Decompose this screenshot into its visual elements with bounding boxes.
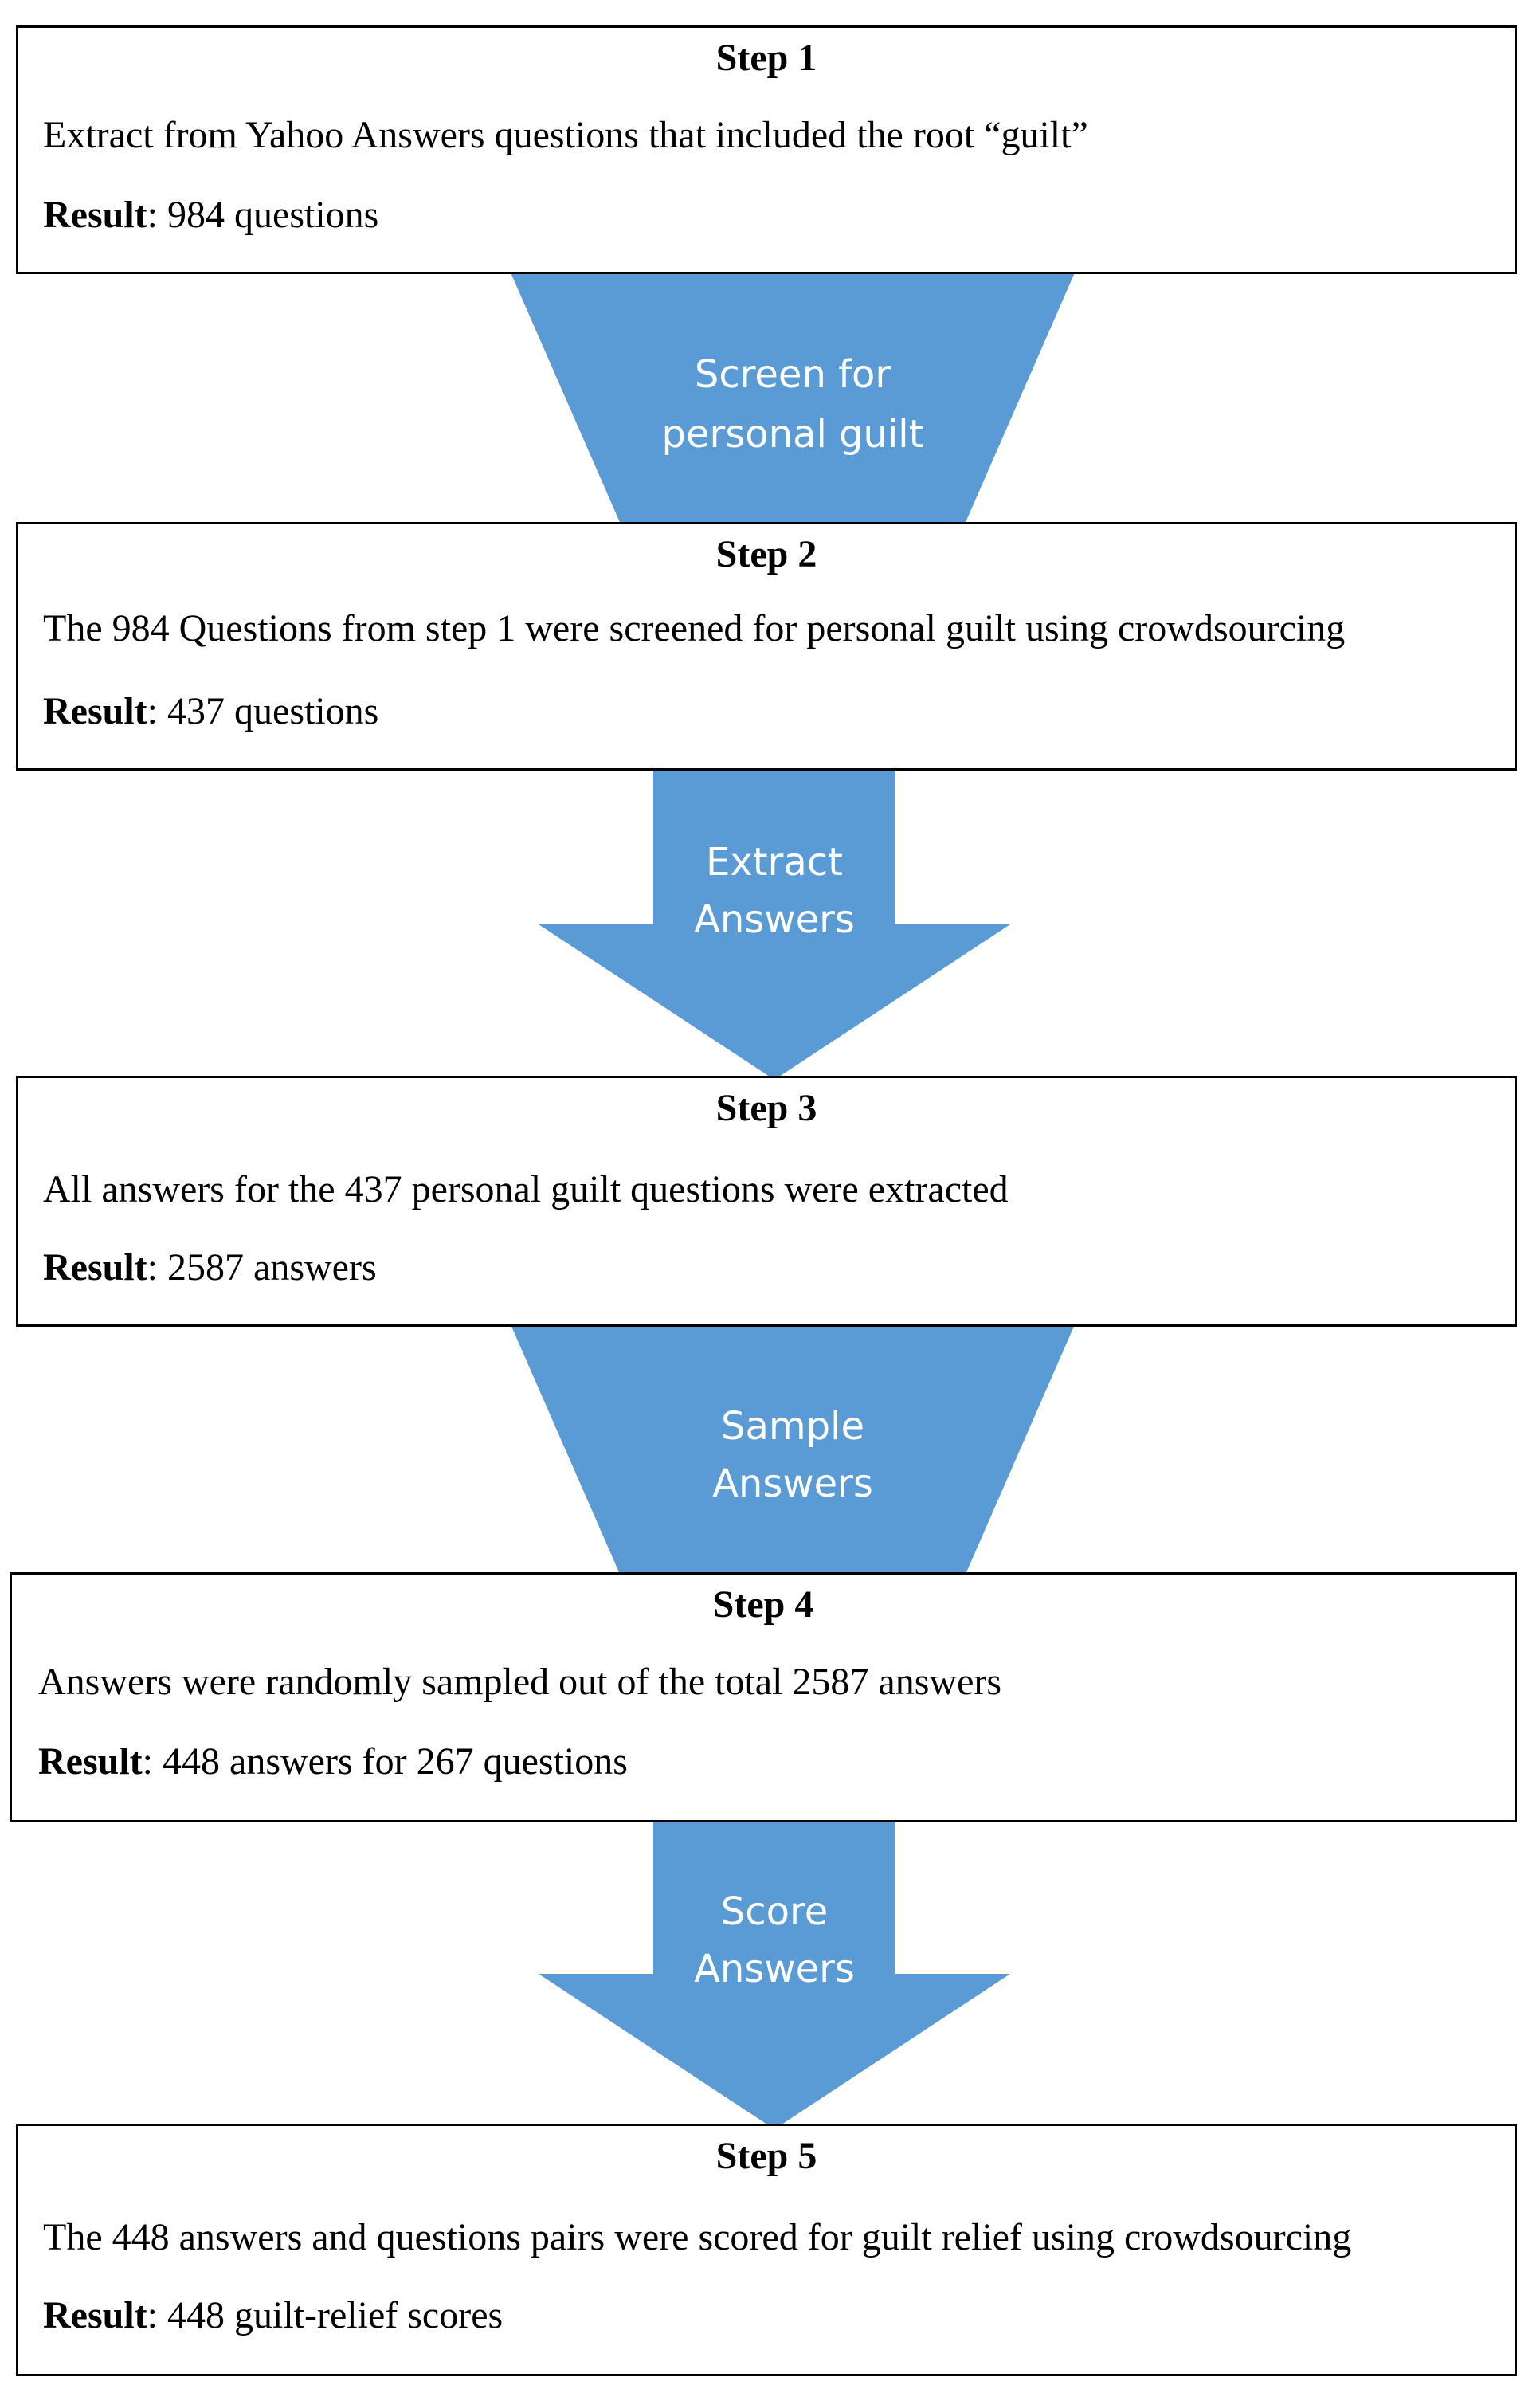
step-5-box: Step 5 The 448 answers and questions pai…	[16, 2124, 1517, 2376]
connector-label-line1: Extract	[706, 840, 843, 885]
step-1-box: Step 1 Extract from Yahoo Answers questi…	[16, 25, 1517, 274]
funnel-shape	[510, 1323, 1076, 1578]
funnel-connector-screen: Screen for personal guilt	[510, 271, 1076, 526]
step-3-box: Step 3 All answers for the 437 personal …	[16, 1076, 1517, 1327]
step-result: Result: 984 questions	[43, 193, 378, 237]
connector-label-line2: Answers	[694, 897, 855, 942]
step-title: Step 5	[715, 2135, 817, 2177]
step-result: Result: 437 questions	[43, 689, 378, 734]
step-title: Step 2	[715, 533, 817, 575]
step-description: Answers were randomly sampled out of the…	[38, 1661, 1002, 1703]
step-title: Step 1	[715, 37, 817, 79]
result-label: Result	[43, 194, 147, 236]
step-description: The 448 answers and questions pairs were…	[43, 2216, 1352, 2258]
step-title: Step 4	[712, 1583, 814, 1626]
connector-label-line2: Answers	[694, 1947, 855, 1991]
arrow-connector-extract: Extract Answers	[539, 769, 1010, 1080]
step-description: All answers for the 437 personal guilt q…	[43, 1168, 1009, 1210]
result-label: Result	[43, 2294, 147, 2336]
funnel-shape	[510, 271, 1076, 526]
step-2-box: Step 2 The 984 Questions from step 1 wer…	[16, 522, 1517, 771]
result-label: Result	[43, 690, 147, 732]
connector-label-line1: Screen for	[694, 352, 891, 397]
connector-label-line1: Sample	[721, 1404, 864, 1449]
result-value: : 437 questions	[147, 690, 379, 732]
connector-label-line2: personal guilt	[661, 412, 924, 457]
step-description: The 984 Questions from step 1 were scree…	[43, 607, 1346, 649]
step-result: Result: 448 guilt-relief scores	[43, 2293, 503, 2338]
down-arrow-shape	[539, 769, 1010, 1080]
result-value: : 2587 answers	[147, 1246, 377, 1289]
step-description: Extract from Yahoo Answers questions tha…	[43, 114, 1088, 156]
arrow-connector-score: Score Answers	[539, 1818, 1010, 2129]
step-result: Result: 2587 answers	[43, 1245, 377, 1290]
result-label: Result	[38, 1740, 143, 1783]
down-arrow-shape	[539, 1818, 1010, 2129]
result-value: : 984 questions	[147, 194, 379, 236]
step-result: Result: 448 answers for 267 questions	[38, 1740, 628, 1784]
step-title: Step 3	[715, 1087, 817, 1129]
connector-label-line1: Score	[720, 1889, 829, 1934]
result-label: Result	[43, 1246, 147, 1289]
connector-label-line2: Answers	[712, 1461, 873, 1506]
result-value: : 448 guilt-relief scores	[147, 2294, 504, 2336]
step-4-box: Step 4 Answers were randomly sampled out…	[10, 1572, 1517, 1822]
funnel-connector-sample: Sample Answers	[510, 1323, 1076, 1578]
result-value: : 448 answers for 267 questions	[142, 1740, 628, 1783]
